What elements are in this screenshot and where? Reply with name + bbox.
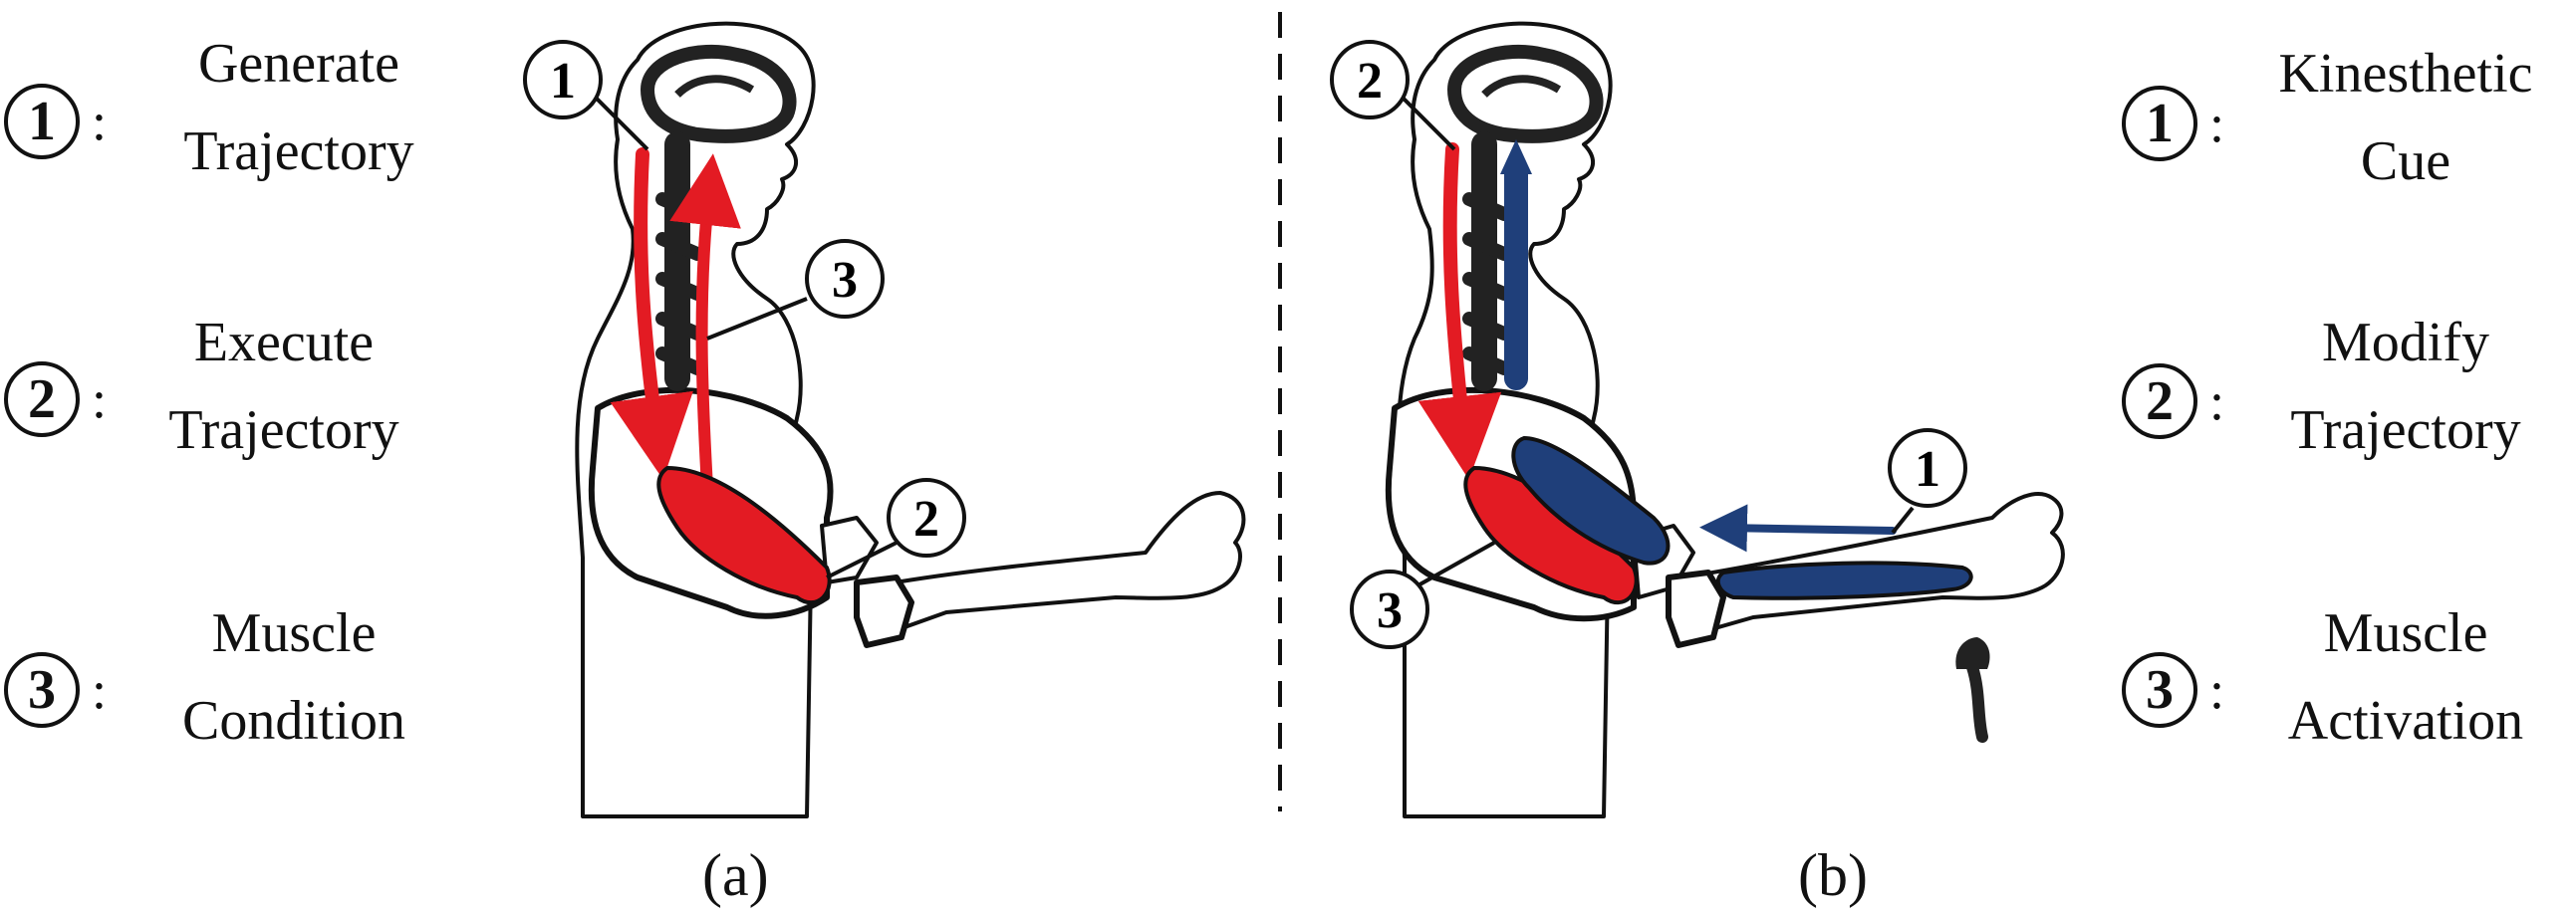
callout-a-3: 3: [706, 239, 885, 341]
callout-b-3: 3: [1350, 541, 1495, 649]
forearm-muscle-b: [1715, 561, 1973, 600]
callout-b-2: 2: [1330, 40, 1456, 151]
feedback-head-b: [1500, 139, 1532, 174]
legend-a-item-1: 1 :: [4, 84, 107, 159]
legend-a-number: 1: [4, 84, 80, 159]
nervous-system-b: [1446, 45, 1604, 391]
legend-a-line1: Muscle: [211, 602, 377, 664]
spine-ridges-b: [1462, 192, 1511, 375]
legend-a-text-3: Muscle Condition: [139, 589, 448, 765]
kinesthetic-cue-arrow-b: [1699, 504, 1897, 553]
applied-force-arrow-b: [1966, 661, 1988, 743]
legend-colon: :: [92, 92, 108, 151]
legend-a-text-1: Generate Trajectory: [144, 20, 453, 195]
legend-b-line2: Activation: [2287, 690, 2524, 752]
legend-b-item-3: 3 :: [2122, 652, 2224, 728]
legend-b-line1: Modify: [2322, 312, 2489, 373]
forearm-outline-a: [865, 491, 1246, 639]
legend-b-line1: Muscle: [2323, 602, 2488, 664]
legend-b-number: 1: [2122, 86, 2197, 161]
afferent-path-a: [669, 153, 741, 494]
applied-force-head-b: [1955, 637, 1990, 669]
callout-a-2: 2: [826, 478, 966, 579]
legend-colon: :: [92, 369, 108, 429]
motor-signals-a: [610, 147, 832, 605]
callout-b-1-label: 1: [1915, 441, 1940, 498]
legend-a-line2: Trajectory: [168, 399, 399, 461]
legend-a-number: 3: [4, 652, 80, 728]
legend-a-item-3: 3 :: [4, 652, 107, 728]
elbow-joint-a: [854, 574, 914, 648]
callout-b-2-label: 2: [1357, 53, 1383, 110]
callout-a-3-label: 3: [832, 252, 858, 309]
legend-b-number: 3: [2122, 652, 2197, 728]
legend-a-number: 2: [4, 361, 80, 437]
legend-b-number: 2: [2122, 363, 2197, 439]
efferent-path-a: [610, 147, 693, 480]
brain-b: [1446, 45, 1604, 143]
legend-b-line1: Kinesthetic: [2278, 43, 2533, 105]
legend-a-line1: Generate: [197, 33, 400, 95]
legend-colon: :: [92, 660, 108, 720]
legend-colon: :: [2209, 371, 2225, 431]
legend-b-text-3: Muscle Activation: [2241, 589, 2570, 765]
motor-signals-b: [1417, 139, 1990, 743]
legend-a-item-2: 2 :: [4, 361, 107, 437]
triceps-muscle-b: [1511, 435, 1671, 566]
legend-colon: :: [2209, 660, 2225, 720]
legend-a-line2: Condition: [181, 690, 406, 752]
legend-b-text-2: Modify Trajectory: [2241, 299, 2570, 474]
callout-b-1: 1: [1888, 428, 1967, 535]
callout-b-3-label: 3: [1377, 582, 1403, 639]
legend-a-line2: Trajectory: [183, 120, 414, 182]
callout-a-1-label: 1: [550, 53, 576, 110]
brain-fold-b: [1481, 75, 1562, 98]
caption-b: (b): [1798, 842, 1868, 908]
brain-a: [640, 45, 797, 143]
legend-colon: :: [2209, 94, 2225, 153]
caption-a: (a): [702, 842, 769, 908]
legend-b-line2: Cue: [2360, 130, 2451, 192]
legend-b-text-1: Kinesthetic Cue: [2241, 30, 2570, 205]
callout-a-1: 1: [523, 40, 649, 151]
legend-a-text-2: Execute Trajectory: [129, 299, 438, 474]
biceps-muscle-a: [656, 465, 832, 605]
elbow-joint-b: [1666, 570, 1726, 648]
legend-a-line1: Execute: [193, 312, 375, 373]
legend-b-item-1: 1 :: [2122, 86, 2224, 161]
efferent-path-b: [1417, 142, 1502, 480]
legend-b-item-2: 2 :: [2122, 363, 2224, 439]
legend-b-line2: Trajectory: [2290, 399, 2521, 461]
callout-a-2-label: 2: [913, 491, 939, 548]
brain-fold-a: [674, 75, 755, 98]
